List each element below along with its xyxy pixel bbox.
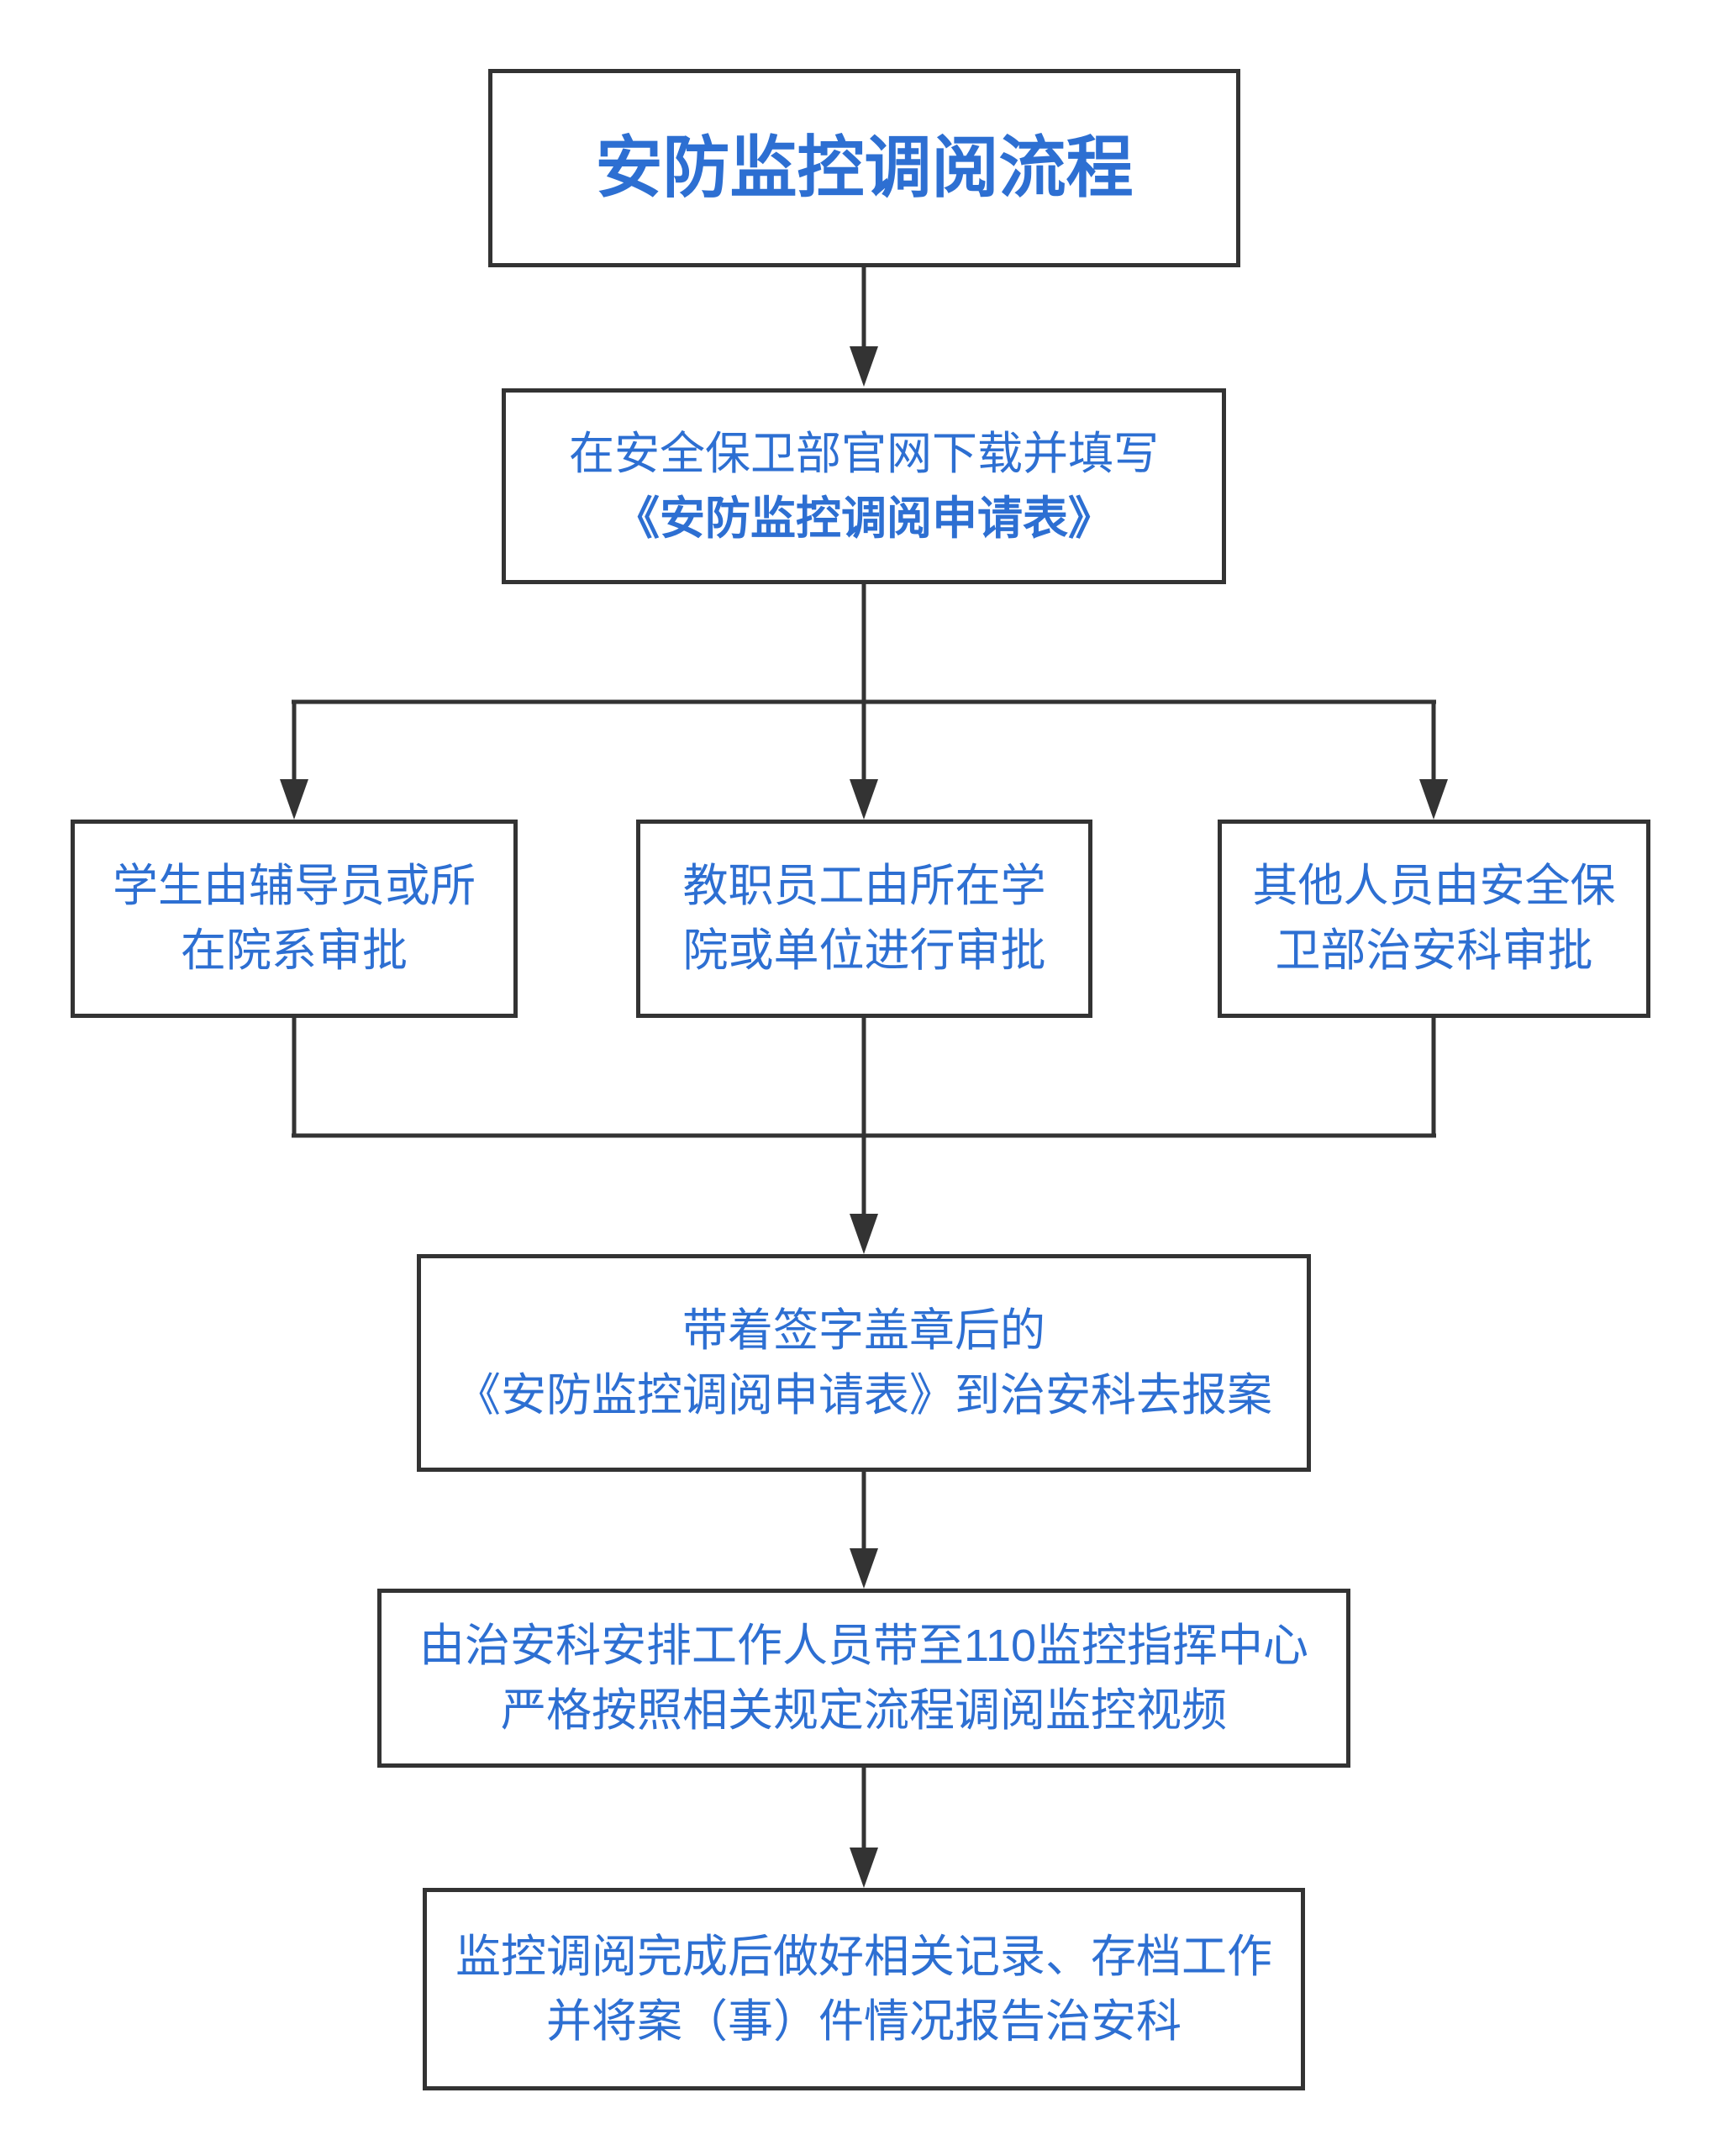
node-text-line: 教职员工由所在学 xyxy=(682,861,1046,912)
node-text-line: 带着签字盖章后的 xyxy=(682,1305,1045,1356)
node-text-line: 由治安科安排工作人员带至110监控指挥中心 xyxy=(418,1620,1309,1671)
arrowhead-right-branch-icon xyxy=(1419,779,1448,820)
node-text-line: 《安防监控调阅申请表》到治安科去报案 xyxy=(455,1369,1272,1421)
node-text-line: 监控调阅完成后做好相关记录、存档工作 xyxy=(455,1931,1272,1982)
node-text-line: 卫部治安科审批 xyxy=(1275,925,1593,976)
arrowhead-download-icon xyxy=(850,346,878,387)
node-text-line: 在院系审批 xyxy=(181,925,408,976)
arrowhead-record-icon xyxy=(850,1848,878,1888)
arrowhead-view-icon xyxy=(850,1548,878,1589)
flow-node-title: 安防监控调阅流程 xyxy=(488,69,1240,267)
node-text-line: 院或单位进行审批 xyxy=(682,925,1046,976)
flow-node-report-to-security-office: 带着签字盖章后的 《安防监控调阅申请表》到治安科去报案 xyxy=(417,1254,1311,1472)
flow-node-download-form: 在安全保卫部官网下载并填写 《安防监控调阅申请表》 xyxy=(502,388,1226,584)
arrowhead-report-icon xyxy=(850,1214,878,1254)
arrowhead-middle-branch-icon xyxy=(850,779,878,820)
arrowhead-left-branch-icon xyxy=(280,779,308,820)
node-text-line: 严格按照相关规定流程调阅监控视频 xyxy=(501,1684,1227,1736)
node-text-line: 并将案（事）件情况报告治安科 xyxy=(546,1995,1182,2047)
flow-node-student-approval: 学生由辅导员或所 在院系审批 xyxy=(71,820,518,1018)
node-text-line: 学生由辅导员或所 xyxy=(113,861,476,912)
flow-node-other-approval: 其他人员由安全保 卫部治安科审批 xyxy=(1218,820,1650,1018)
flow-node-staff-approval: 教职员工由所在学 院或单位进行审批 xyxy=(636,820,1092,1018)
node-text-line: 其他人员由安全保 xyxy=(1252,861,1616,912)
node-text-line: 在安全保卫部官网下载并填写 xyxy=(569,428,1159,479)
flow-node-record-archive: 监控调阅完成后做好相关记录、存档工作 并将案（事）件情况报告治安科 xyxy=(423,1888,1305,2090)
node-text-line-form-name: 《安防监控调阅申请表》 xyxy=(614,493,1113,544)
flow-node-view-footage: 由治安科安排工作人员带至110监控指挥中心 严格按照相关规定流程调阅监控视频 xyxy=(377,1589,1350,1768)
title-text: 安防监控调阅流程 xyxy=(595,130,1134,206)
